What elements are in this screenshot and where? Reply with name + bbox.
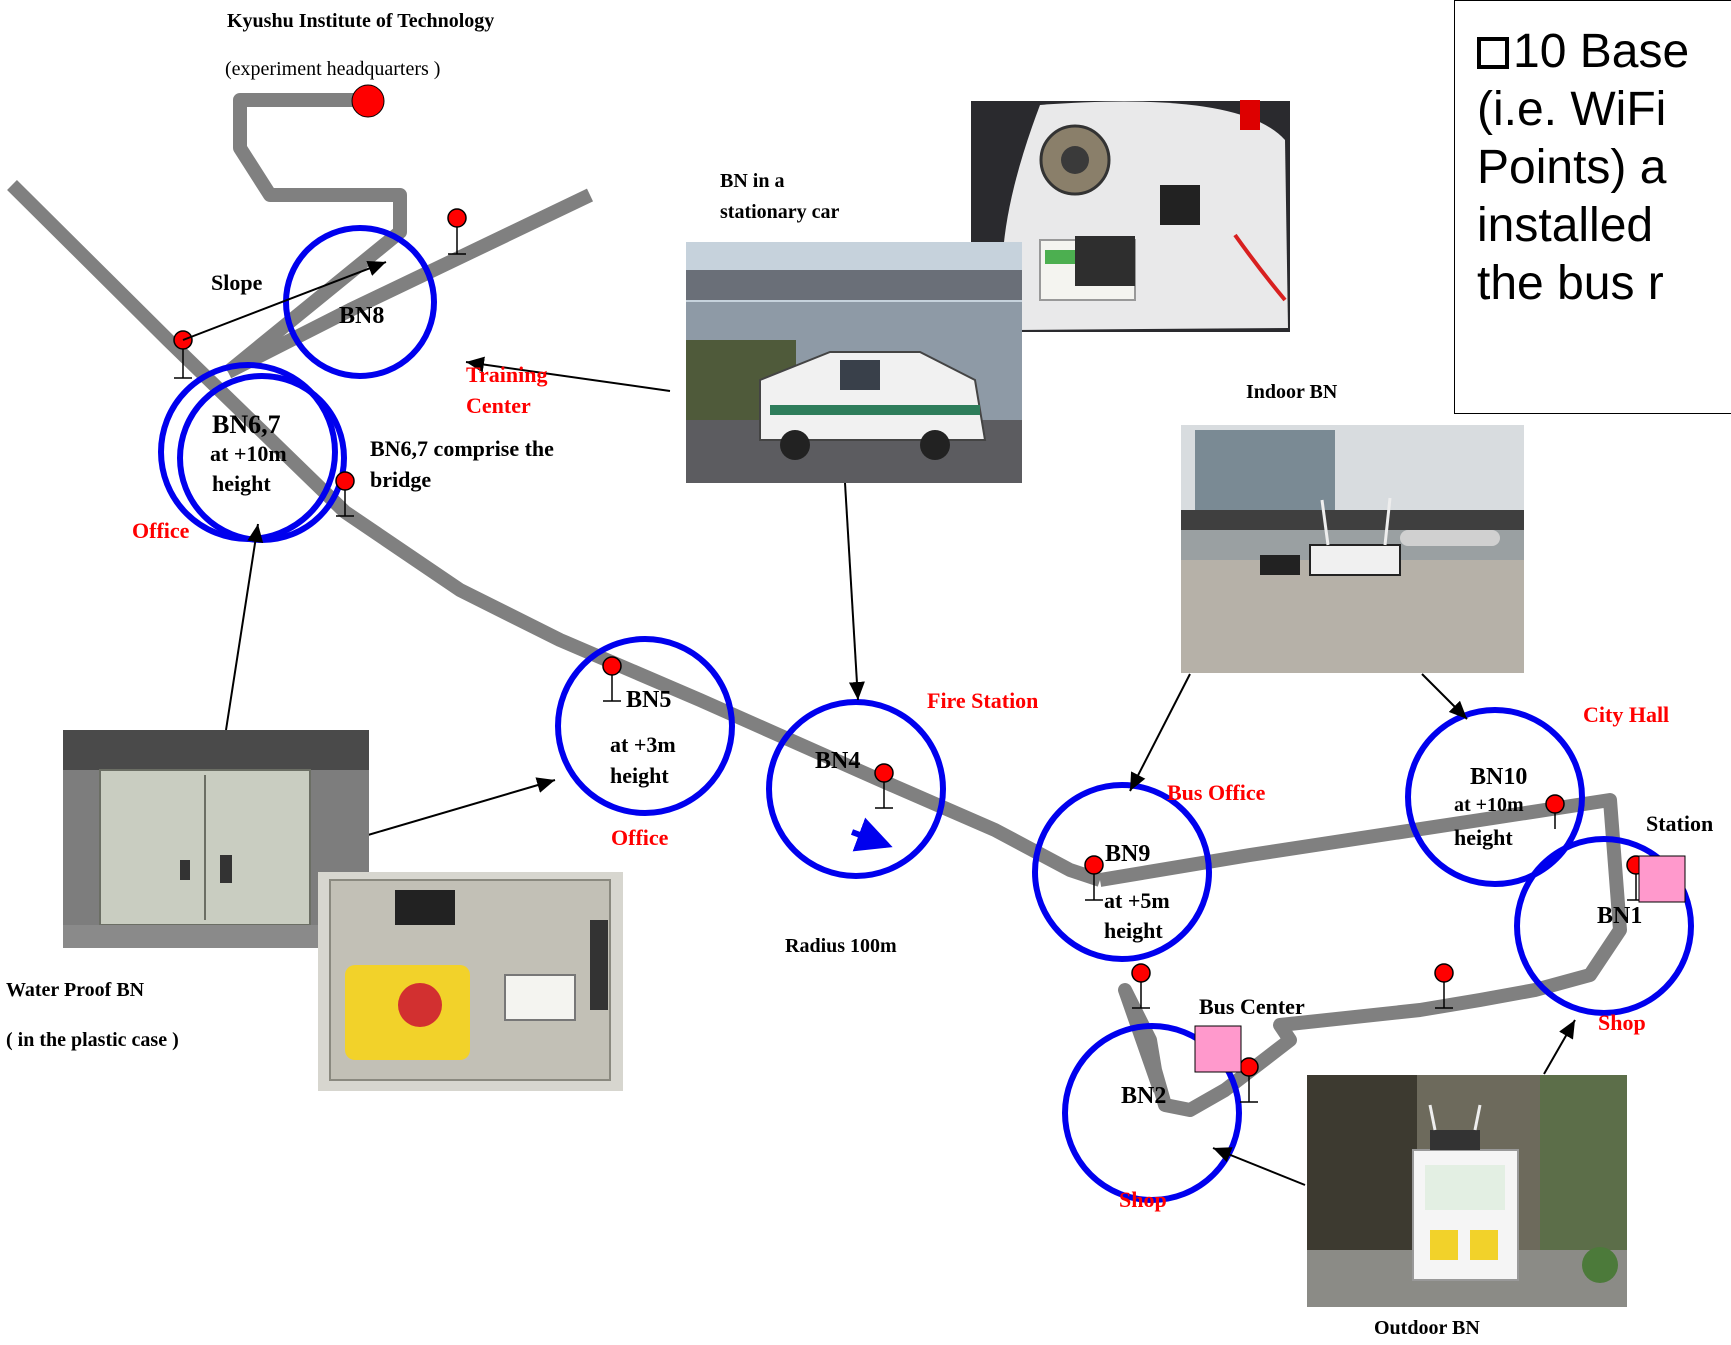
node-label-bn10-unit: height: [1454, 825, 1513, 850]
checkbox-square-icon: [1477, 37, 1509, 69]
radius-label: Radius 100m: [785, 935, 897, 957]
place-label-city-hall: City Hall: [1583, 702, 1670, 727]
car-label-line2: stationary car: [720, 201, 840, 223]
headquarters-subtitle: (experiment headquarters ): [225, 58, 441, 80]
pin-marker-icon: [1545, 794, 1565, 829]
pin-marker-icon: [874, 763, 894, 809]
coverage-bn2: [1062, 1023, 1242, 1203]
bridge-label-line2: bridge: [370, 467, 432, 492]
pin-marker-icon: [1239, 1057, 1259, 1103]
place-label-station: Station: [1646, 811, 1714, 836]
waterproof-to-bn67-arrow: [225, 523, 264, 731]
node-label-bn2: BN2: [1121, 1083, 1167, 1109]
coverage-bn9: [1032, 782, 1212, 962]
route-main-road: [7, 180, 1103, 887]
callout-line-5: the bus r: [1477, 257, 1664, 310]
car-label-line1: BN in a: [720, 170, 785, 192]
node-label-bn10: BN10: [1470, 764, 1528, 790]
annotation-arrows: [182, 260, 1576, 1186]
route-east-road: [1098, 793, 1627, 1117]
pin-marker-icon: [1131, 963, 1151, 1009]
slope-arrow: [182, 260, 387, 341]
callout-line-3: Points) a: [1477, 141, 1667, 194]
waterproof-to-bn5-arrow: [367, 777, 556, 836]
coverage-bn1: [1514, 836, 1694, 1016]
car-to-bn4-arrow: [844, 482, 865, 701]
headquarters-marker-icon: [351, 84, 385, 118]
node-label-bn4: BN4: [815, 748, 861, 774]
node-label-bn9-height: at +5m: [1104, 888, 1170, 913]
coverage-bn4: [766, 699, 946, 879]
node-label-bn5: BN5: [626, 687, 672, 713]
headquarters-title: Kyushu Institute of Technology: [227, 10, 495, 32]
coverage-bn8: [283, 225, 437, 379]
pin-marker-icon: [602, 656, 622, 702]
callout-line-4: installed: [1477, 199, 1654, 252]
summary-callout: 10 Base (i.e. WiFi Points) a installed t…: [1454, 0, 1731, 414]
pin-marker-icon: [1084, 855, 1104, 901]
direction-arrow-icon: [850, 817, 893, 852]
place-label-shop-right: Shop: [1598, 1010, 1646, 1035]
building-square-icon: [1638, 855, 1686, 903]
place-label-bus-office: Bus Office: [1167, 780, 1266, 805]
node-label-bn5-height: at +3m: [610, 732, 676, 757]
node-label-bn9: BN9: [1105, 841, 1151, 867]
outdoor-to-bn2-arrow: [1212, 1147, 1306, 1186]
waterproof-case-photo: [63, 730, 369, 948]
bus-route: [7, 93, 1627, 1117]
outdoor-bn-photo: [1307, 1075, 1627, 1307]
node-label-bn67: BN6,7: [212, 410, 281, 439]
outdoor-bn-label: Outdoor BN: [1374, 1317, 1480, 1339]
place-label-fire-station: Fire Station: [927, 688, 1039, 713]
pin-marker-icon: [1434, 963, 1454, 1009]
taxi-photo: [686, 242, 1022, 483]
place-label-training-center: Training: [466, 362, 548, 387]
bridge-label-line1: BN6,7 comprise the: [370, 436, 554, 461]
waterproof-label-line2: ( in the plastic case ): [6, 1029, 179, 1051]
outdoor-to-bn1-arrow: [1543, 1019, 1576, 1075]
coverage-circles: [158, 225, 1694, 1203]
indoor-bn-photo: [1181, 425, 1524, 673]
callout-line-2: (i.e. WiFi: [1477, 83, 1667, 136]
node-label-bn8: BN8: [339, 303, 385, 329]
route-hq-branch: [223, 93, 407, 378]
node-label-bn5-unit: height: [610, 763, 669, 788]
indoor-to-bn10-arrow: [1421, 673, 1468, 720]
coverage-bn5: [555, 636, 735, 816]
node-label-bn9-unit: height: [1104, 918, 1163, 943]
waterproof-interior-photo: [318, 872, 623, 1091]
route-upper-road: [224, 188, 594, 379]
coverage-bn10: [1405, 707, 1585, 887]
indoor-to-bn9-arrow: [1129, 673, 1191, 792]
pin-marker-icon: [447, 208, 467, 255]
node-label-bn1: BN1: [1597, 903, 1643, 929]
node-label-bn10-height: at +10m: [1454, 794, 1524, 816]
node-label-bn67-height: at +10m: [210, 441, 287, 466]
place-label-bus-center: Bus Center: [1199, 994, 1305, 1019]
place-label-shop-bottom: Shop: [1119, 1187, 1167, 1212]
indoor-bn-label: Indoor BN: [1246, 381, 1338, 403]
pin-marker-icon: [335, 471, 355, 517]
car-to-bn8-arrow: [465, 356, 671, 392]
node-label-bn67-unit: height: [212, 471, 271, 496]
slope-label: Slope: [211, 270, 263, 295]
car-interior-photo: [971, 100, 1290, 332]
waterproof-label-line1: Water Proof BN: [6, 979, 145, 1001]
place-label-office-top: Office: [132, 518, 190, 543]
place-label-office-mid: Office: [611, 825, 669, 850]
callout-line-1: 10 Base: [1513, 25, 1690, 78]
place-label-training-center-2: Center: [466, 393, 531, 418]
building-square-icon: [1194, 1025, 1242, 1073]
